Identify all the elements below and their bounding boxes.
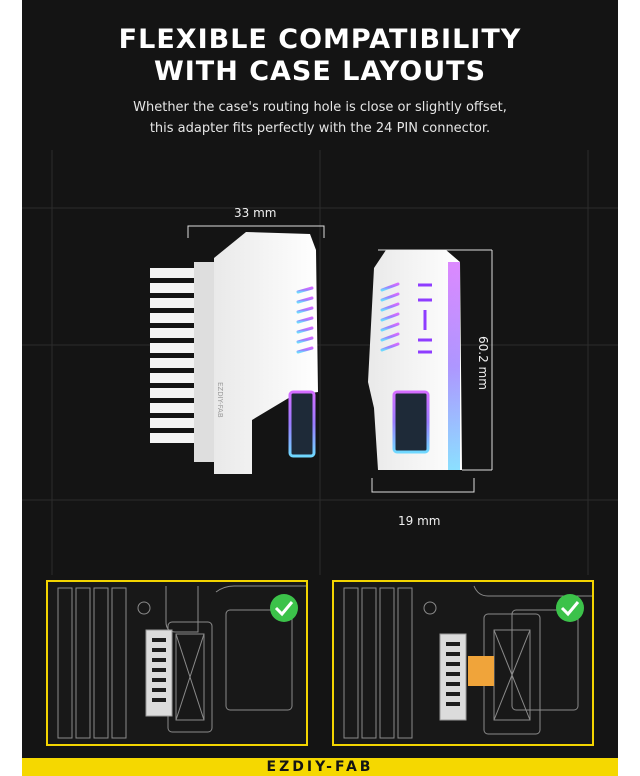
check-circle-icon xyxy=(556,594,584,622)
headline-line-1: FLEXIBLE COMPATIBILITY xyxy=(118,24,522,55)
product-label: EZDIY-FAB xyxy=(216,382,224,418)
subtitle-line-1: Whether the case's routing hole is close… xyxy=(133,100,507,115)
check-circle-icon xyxy=(270,594,298,622)
product-poster: FLEXIBLE COMPATIBILITY WITH CASE LAYOUTS… xyxy=(22,0,618,776)
width-dimension: 33 mm xyxy=(234,206,277,220)
background-grid xyxy=(22,150,618,575)
case-drawing xyxy=(343,585,592,739)
logo-mark xyxy=(418,283,432,354)
case-layout-example-2 xyxy=(332,580,594,746)
footer-bar xyxy=(22,758,618,776)
connector-pins xyxy=(150,268,194,443)
case-drawing xyxy=(57,585,306,739)
depth-dimension: 19 mm xyxy=(398,514,441,528)
subtitle-line-2: this adapter fits perfectly with the 24 … xyxy=(149,121,491,136)
headline-line-2: WITH CASE LAYOUTS xyxy=(153,56,487,87)
adapter-illustration: EZDIY-FAB xyxy=(150,225,493,493)
height-dimension: 60.2 mm xyxy=(476,336,490,390)
brand-name: EZDIY-FAB xyxy=(266,759,374,775)
case-layout-example-1 xyxy=(46,580,308,746)
offset-indicator xyxy=(468,656,494,686)
